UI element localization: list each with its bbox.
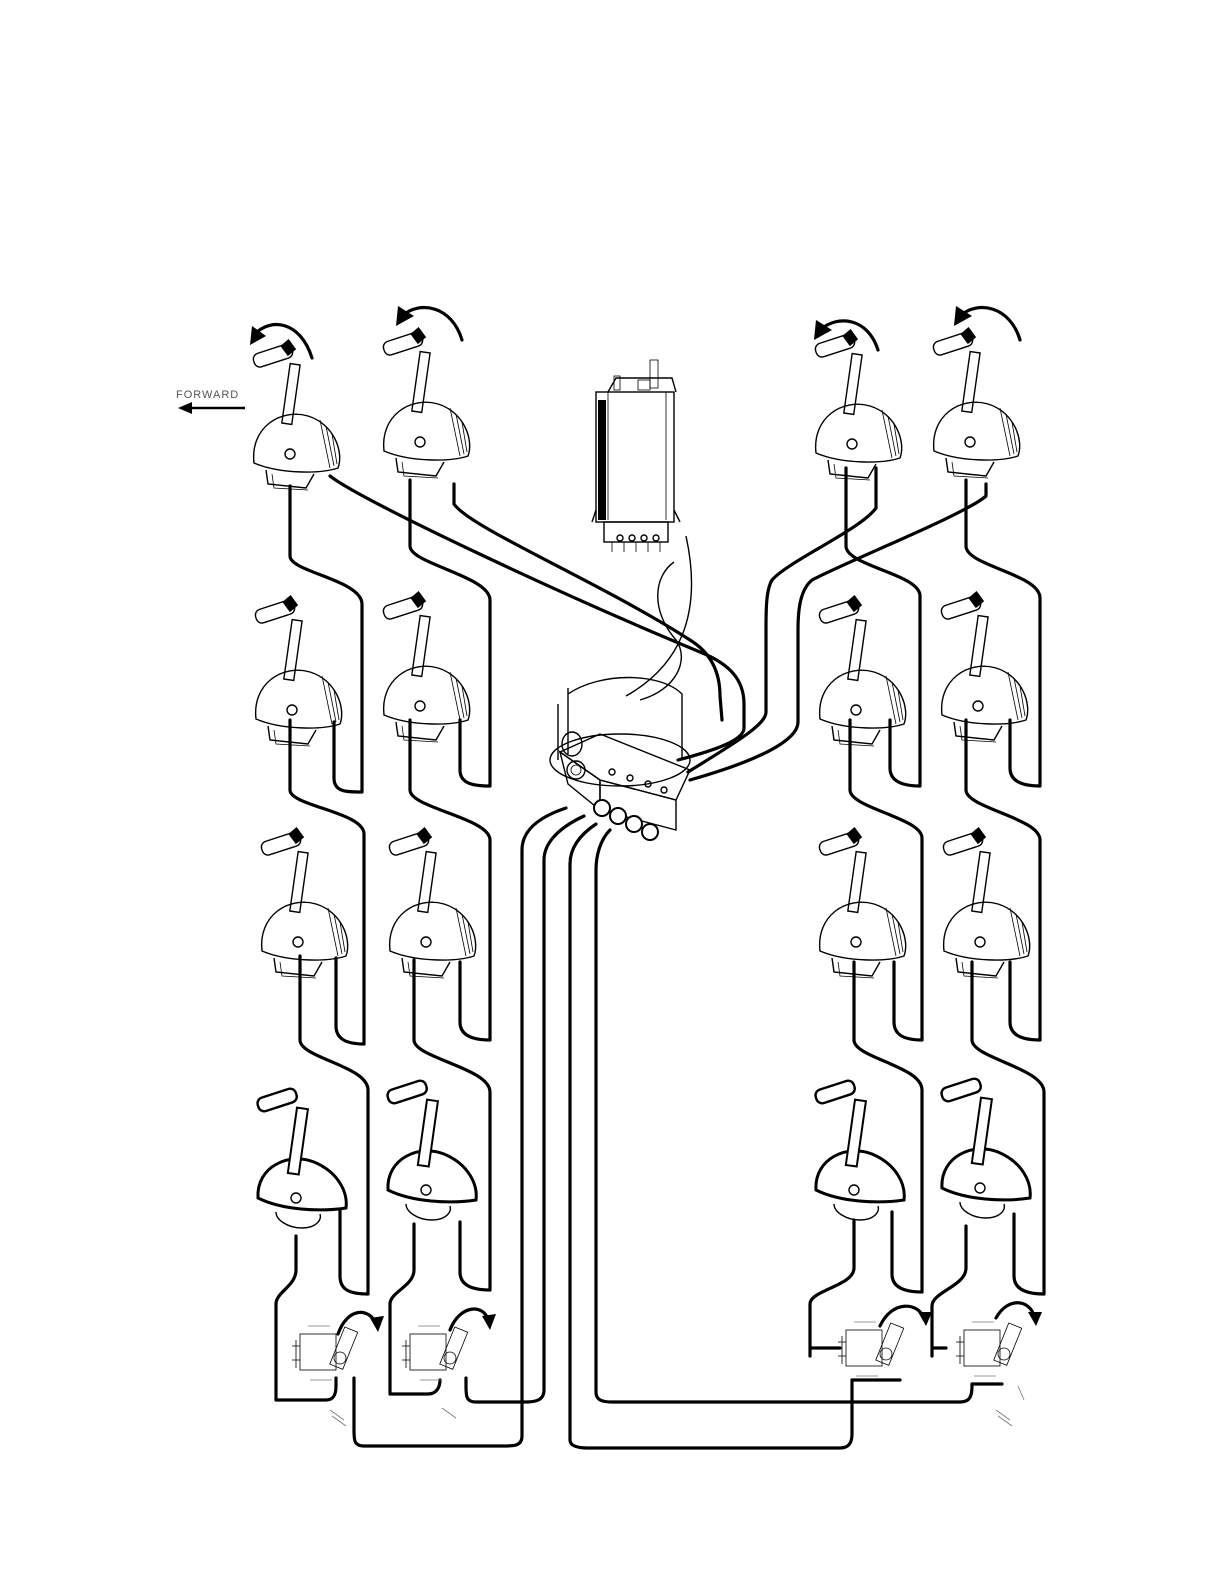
central-junction-box (550, 678, 690, 841)
control-cables (276, 468, 1044, 1448)
actuators (292, 1322, 1024, 1426)
control-unit (592, 360, 692, 700)
forward-label: FORWARD (176, 389, 239, 401)
control-heads-left (252, 326, 476, 1228)
